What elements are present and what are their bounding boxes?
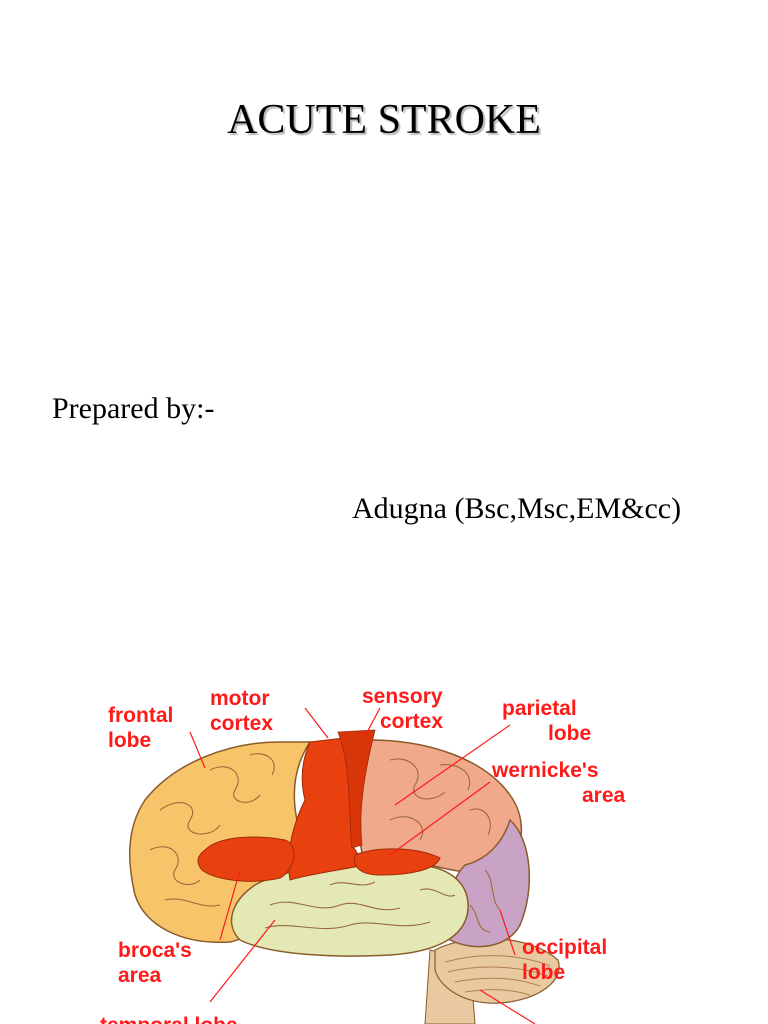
label-broca-line1: broca's [118, 939, 192, 962]
prepared-by-label: Prepared by:- [52, 392, 215, 425]
label-parietal-line2: lobe [548, 722, 591, 745]
gyri-lines [149, 753, 501, 933]
label-broca-line2: area [118, 964, 162, 987]
brocas-area-region [197, 836, 295, 882]
label-temporal: temporal lobe [100, 1014, 238, 1024]
cerebellum-folds [444, 955, 551, 996]
slide-title: ACUTE STROKE [227, 97, 541, 143]
author-name: Adugna (Bsc,Msc,EM&cc) [352, 492, 682, 525]
label-wernicke-line2: area [582, 784, 626, 807]
label-occipital-line2: lobe [522, 961, 565, 984]
wernickes-area-region [353, 848, 441, 876]
label-parietal-line1: parietal [502, 697, 577, 720]
label-sensory-line1: sensory [362, 685, 443, 708]
leader-lines [189, 707, 536, 1024]
label-wernicke-line1: wernicke's [491, 759, 599, 782]
label-motor-line1: motor [210, 687, 270, 710]
label-sensory-line2: cortex [380, 710, 443, 733]
brain-svg: frontal lobe motor cortex sensory cortex… [100, 685, 626, 1024]
label-frontal-line2: lobe [108, 729, 151, 752]
sensory-cortex-strip [337, 729, 376, 849]
label-occipital-line1: occipital [522, 936, 607, 959]
label-motor-line2: cortex [210, 712, 273, 735]
label-frontal-line1: frontal [108, 704, 173, 727]
brain-diagram: frontal lobe motor cortex sensory cortex… [90, 670, 690, 1024]
